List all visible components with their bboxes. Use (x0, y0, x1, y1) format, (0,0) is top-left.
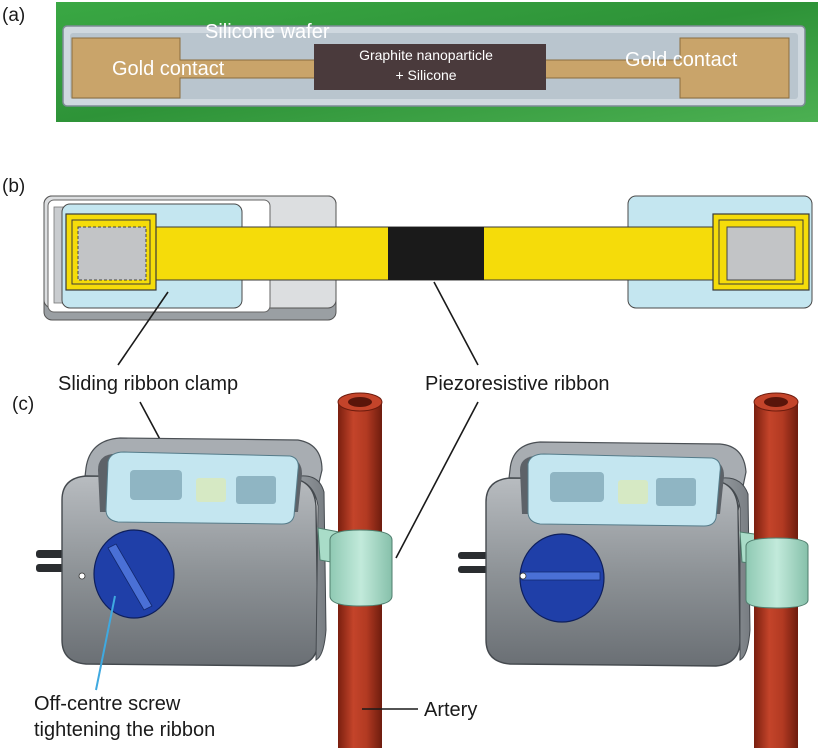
clamp-leader (117, 291, 169, 366)
clamp-callout: Sliding ribbon clamp (58, 373, 238, 395)
left-assembly (36, 437, 353, 667)
ribbon-leader (433, 281, 479, 366)
artery-left (329, 392, 393, 748)
cable-bottom-left (36, 564, 66, 572)
screw-callout-line1: Off-centre screw (34, 693, 181, 715)
panel-c-label: (c) (12, 394, 34, 415)
center-label-line1: Graphite nanoparticle (359, 47, 493, 63)
right-pad-gray (726, 226, 796, 281)
wafer-label: Silicone wafer (205, 21, 330, 43)
graphite-silicone-strip (314, 44, 546, 90)
left-contact-label: Gold contact (112, 58, 225, 80)
ribbon-callout: Piezoresistive ribbon (425, 373, 610, 395)
ribbon-schematic (43, 195, 813, 321)
ribbon-leader-lower (395, 401, 479, 559)
left-pad-gray (77, 226, 147, 281)
gold-contact-photo: Silicone wafer Gold contact Gold contact… (56, 2, 818, 122)
artery-callout: Artery (424, 699, 477, 721)
panel-b-label: (b) (2, 176, 25, 197)
panel-a-label: (a) (2, 5, 25, 26)
graphite-block (388, 227, 484, 280)
right-assembly (458, 441, 771, 667)
band-right (745, 537, 809, 609)
cable-top-left (36, 550, 66, 558)
center-label-line2: + Silicone (395, 67, 456, 83)
artery-right (745, 392, 809, 748)
band-left (329, 529, 393, 607)
right-contact-label: Gold contact (625, 49, 738, 71)
screw-leader (95, 595, 116, 691)
screw-disc-left (93, 529, 175, 619)
screw-callout-line2: tightening the ribbon (34, 719, 215, 741)
